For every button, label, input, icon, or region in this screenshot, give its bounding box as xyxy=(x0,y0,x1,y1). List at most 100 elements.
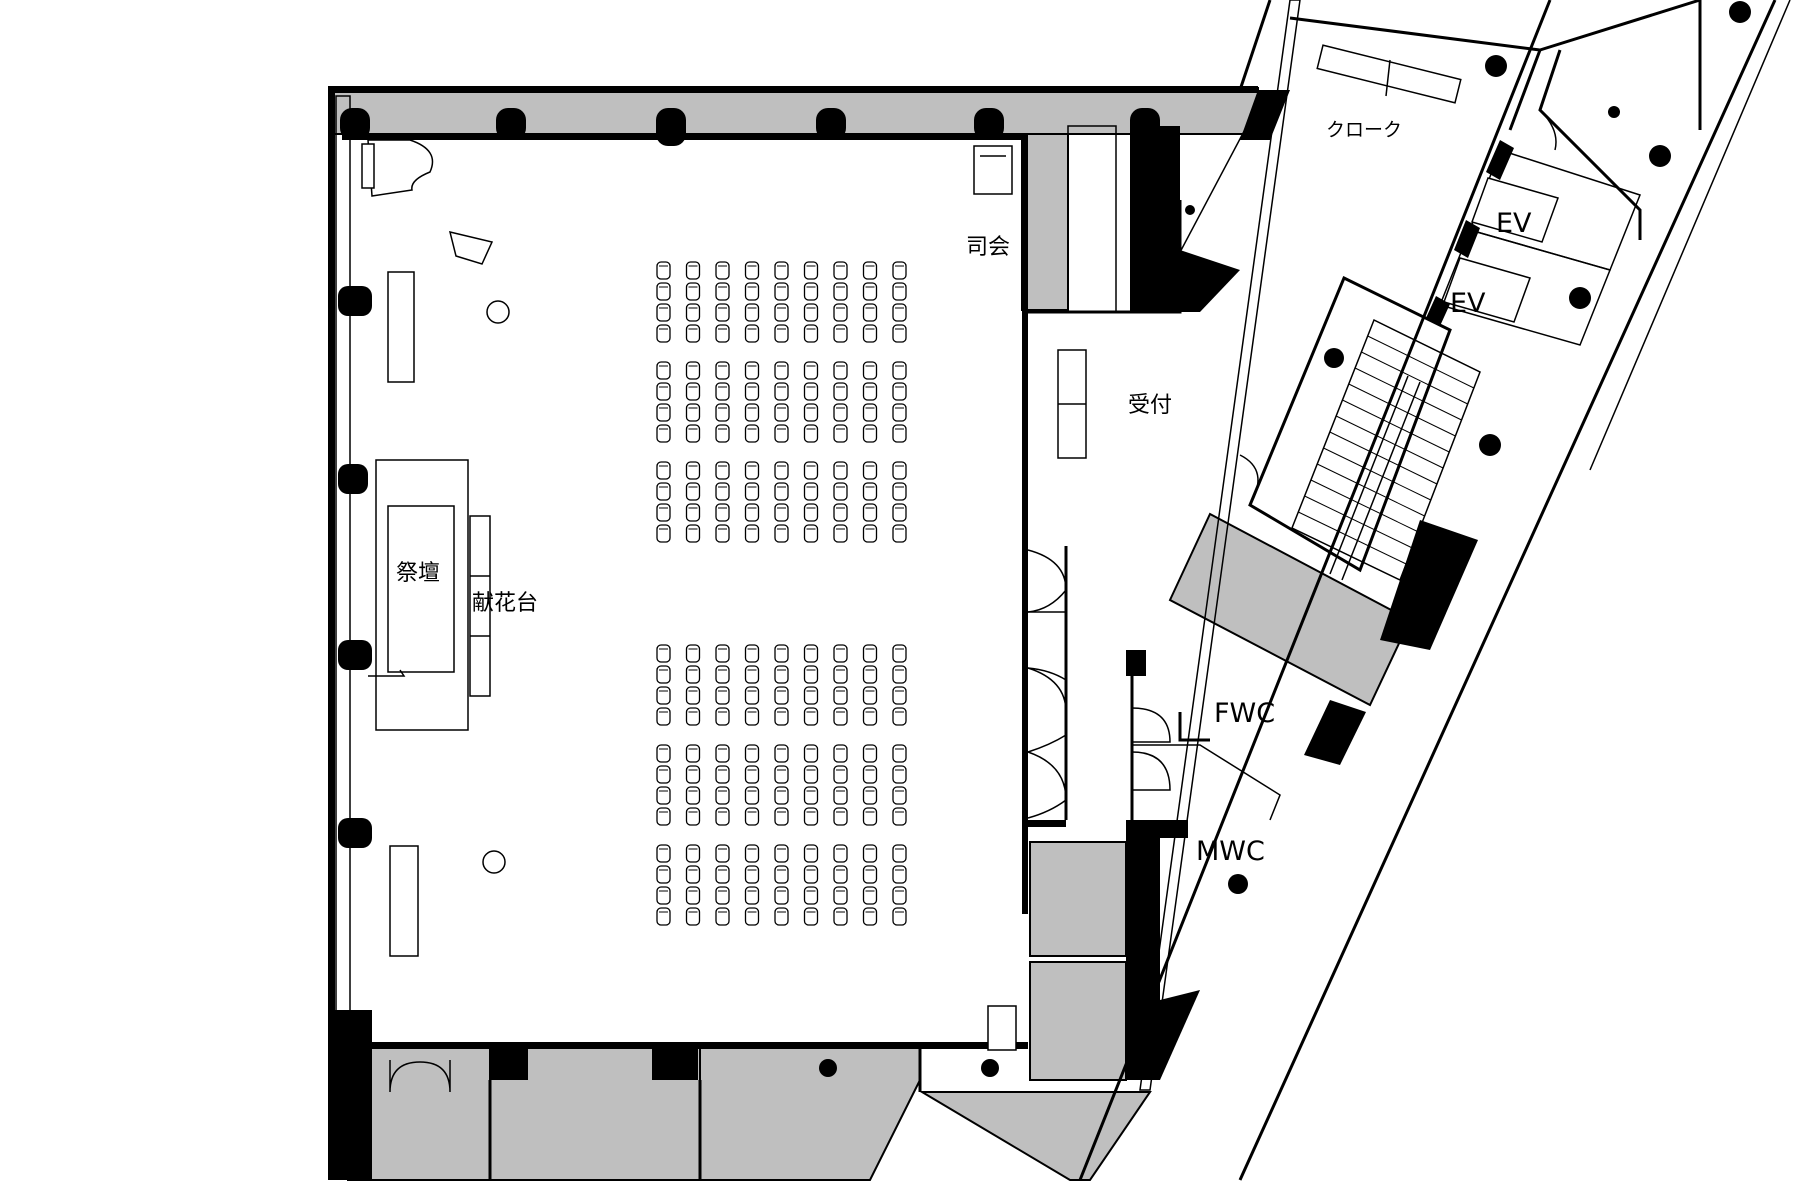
exterior-walls xyxy=(1078,0,1791,1181)
chair xyxy=(656,361,671,380)
chair xyxy=(656,744,671,763)
chair xyxy=(715,261,730,280)
chair xyxy=(685,644,701,663)
chair xyxy=(774,686,789,705)
chair xyxy=(715,282,730,301)
chair xyxy=(656,886,671,905)
label-mc: 司会 xyxy=(966,235,1010,260)
mc-stand xyxy=(973,145,1013,195)
chair xyxy=(774,807,789,826)
chair xyxy=(744,461,760,480)
chair xyxy=(862,261,878,280)
chair xyxy=(656,786,671,805)
stair-tread xyxy=(1329,431,1438,485)
chair xyxy=(715,324,730,343)
chair xyxy=(656,503,671,522)
chair xyxy=(744,261,760,280)
chair xyxy=(715,844,730,863)
chair xyxy=(685,303,701,322)
chair xyxy=(803,403,819,422)
chair xyxy=(685,282,701,301)
top-wall-zone xyxy=(329,87,1259,135)
chair xyxy=(892,361,907,380)
chair xyxy=(833,707,848,726)
chair xyxy=(833,261,848,280)
chair xyxy=(803,382,819,401)
chair xyxy=(656,461,671,480)
hall-doors xyxy=(1027,546,1068,827)
chair xyxy=(833,282,848,301)
chair xyxy=(774,765,789,784)
side-table-bottom xyxy=(389,845,419,957)
chair xyxy=(744,865,760,884)
chair xyxy=(803,665,819,684)
chair xyxy=(685,907,701,926)
room-labels: クローク EV EV 司会 受付 祭壇 献花台 FWC MWC xyxy=(396,119,1532,867)
chair xyxy=(656,524,671,543)
chair xyxy=(833,382,848,401)
chair xyxy=(803,282,819,301)
chair xyxy=(892,886,907,905)
chair xyxy=(803,644,819,663)
chair xyxy=(892,765,907,784)
stair-tread xyxy=(1373,319,1481,373)
chair xyxy=(685,844,701,863)
chair xyxy=(892,807,907,826)
chair xyxy=(744,644,760,663)
chair xyxy=(774,644,789,663)
label-reception: 受付 xyxy=(1128,393,1172,418)
chair xyxy=(862,282,878,301)
chair xyxy=(803,424,819,443)
chair xyxy=(862,424,878,443)
chair xyxy=(774,461,789,480)
chair xyxy=(744,382,760,401)
chair xyxy=(774,282,789,301)
chair xyxy=(744,807,760,826)
chair xyxy=(715,524,730,543)
label-ev-lower: EV xyxy=(1450,288,1486,319)
chair xyxy=(715,482,730,501)
chair xyxy=(656,282,671,301)
chair xyxy=(774,361,789,380)
side-table-top xyxy=(387,271,415,383)
chair xyxy=(803,886,819,905)
chair xyxy=(685,686,701,705)
label-fwc: FWC xyxy=(1214,698,1275,729)
chair xyxy=(715,865,730,884)
chair xyxy=(715,765,730,784)
foyer xyxy=(1028,0,1290,1080)
chair xyxy=(656,686,671,705)
chair xyxy=(862,886,878,905)
chair xyxy=(715,644,730,663)
chair xyxy=(744,524,760,543)
chair xyxy=(803,786,819,805)
chair xyxy=(892,282,907,301)
chair xyxy=(685,665,701,684)
chair xyxy=(774,844,789,863)
chair xyxy=(803,865,819,884)
chair xyxy=(715,503,730,522)
chair xyxy=(892,844,907,863)
label-ev-upper: EV xyxy=(1496,208,1532,239)
chair xyxy=(803,744,819,763)
chair xyxy=(656,865,671,884)
chair xyxy=(715,786,730,805)
chair xyxy=(656,382,671,401)
flower-stand xyxy=(469,515,491,697)
stair-tread xyxy=(1291,527,1401,581)
chair xyxy=(892,403,907,422)
chair xyxy=(862,461,878,480)
chair xyxy=(774,482,789,501)
chair xyxy=(744,324,760,343)
chair xyxy=(862,686,878,705)
chair xyxy=(833,644,848,663)
chair xyxy=(833,324,848,343)
chair xyxy=(833,303,848,322)
chair xyxy=(833,361,848,380)
chair xyxy=(774,786,789,805)
chair xyxy=(744,665,760,684)
chair xyxy=(833,461,848,480)
chair xyxy=(892,524,907,543)
chair xyxy=(656,807,671,826)
label-cloak: クローク xyxy=(1326,119,1402,141)
